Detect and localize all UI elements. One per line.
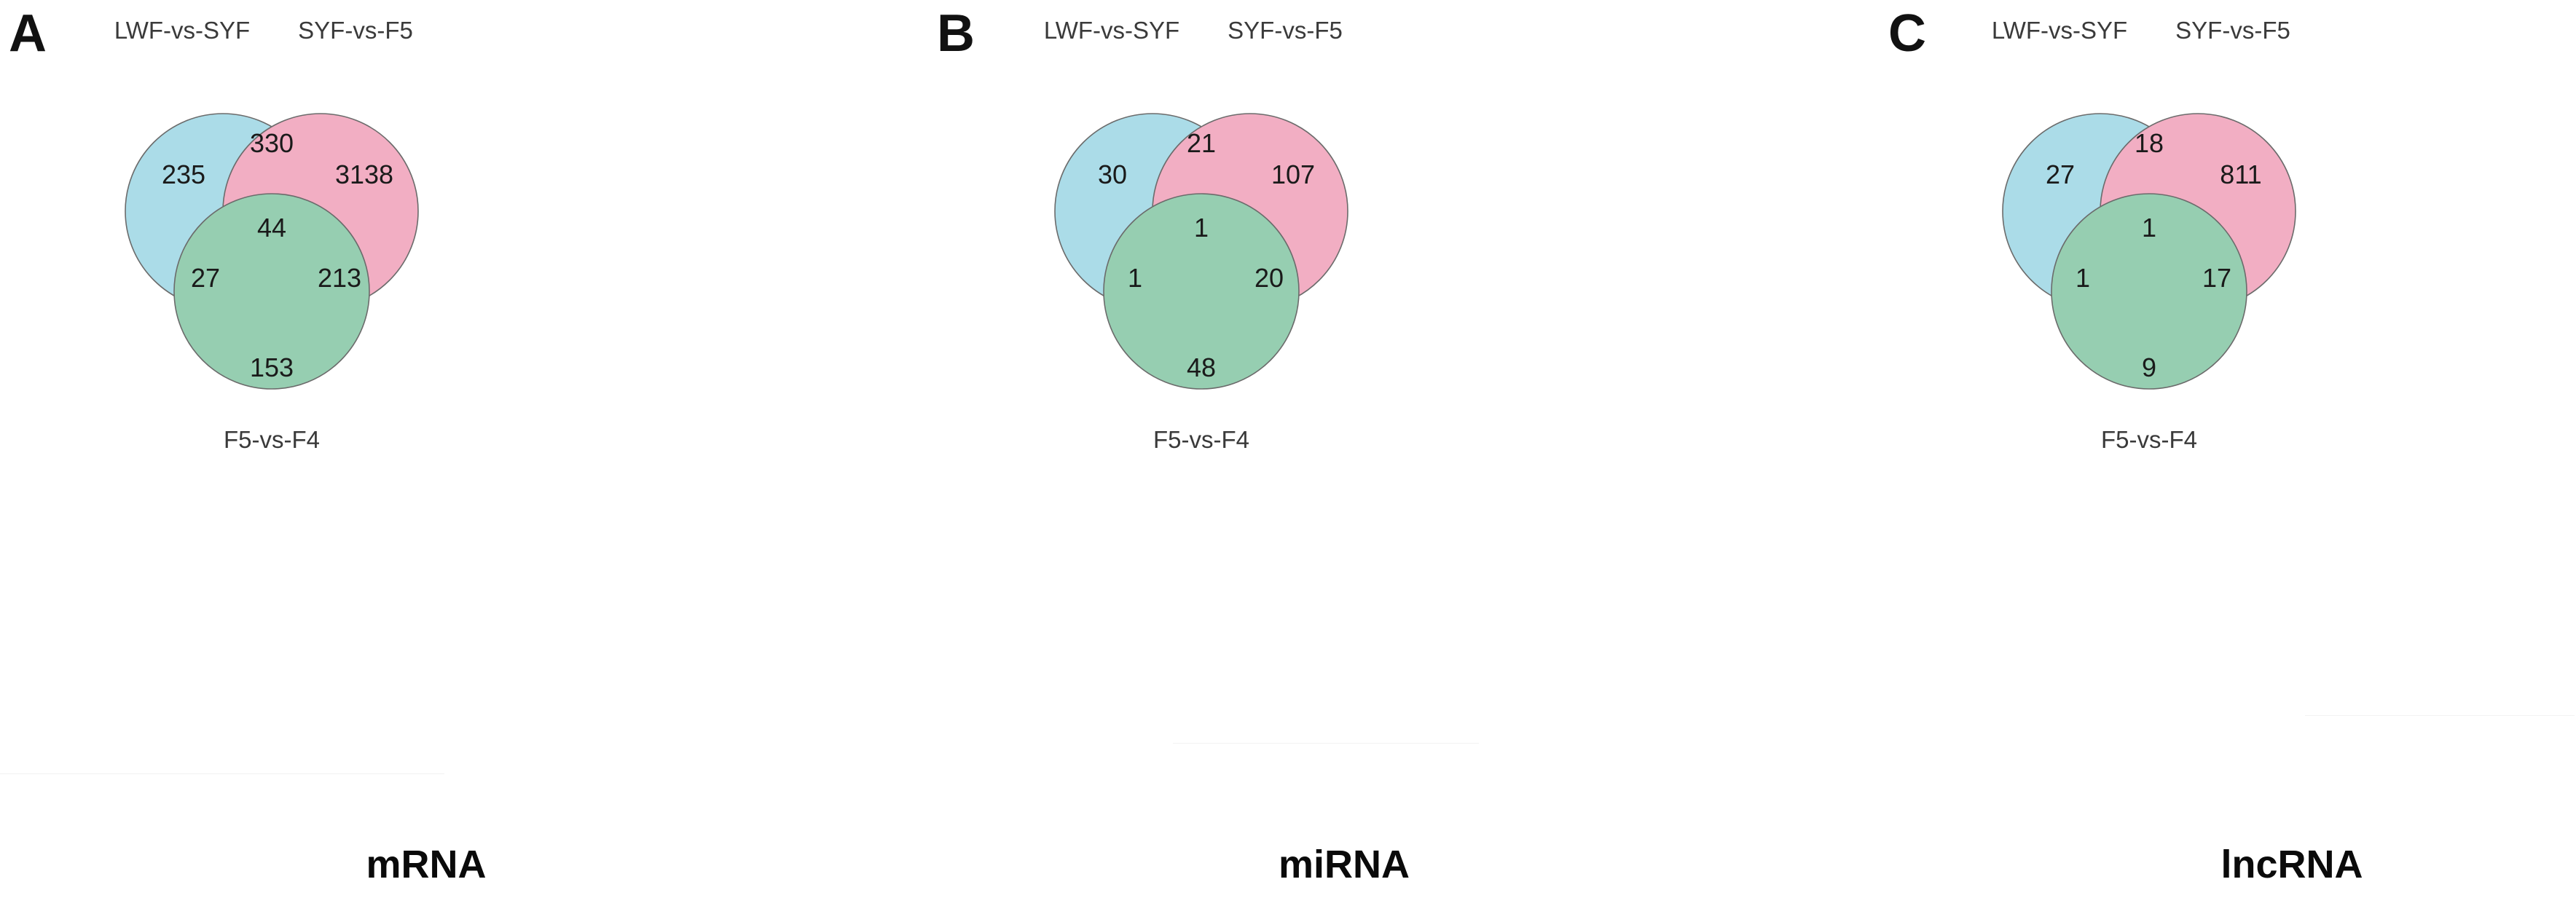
panel-divider-b — [1173, 743, 1479, 744]
panel-letter-a: A — [9, 4, 47, 63]
count-only-top-left: 27 — [2045, 159, 2076, 189]
count-only-top-left: 235 — [161, 159, 206, 189]
count-all-three: 44 — [256, 213, 287, 243]
count-top-left-and-top-right: 21 — [1186, 128, 1217, 158]
count-only-bottom: 48 — [1186, 352, 1217, 382]
venn-diagram-a: LWF-vs-SYF SYF-vs-F5 F5-vs-F4 235 3138 1… — [0, 0, 858, 728]
set-label-top-right: SYF-vs-F5 — [1228, 17, 1343, 44]
set-label-top-right: SYF-vs-F5 — [298, 17, 413, 44]
count-top-left-and-bottom: 27 — [190, 263, 221, 293]
panel-b: B LWF-vs-SYF SYF-vs-F5 F5-vs-F4 30 107 4… — [858, 0, 1716, 906]
venn-diagram-b: LWF-vs-SYF SYF-vs-F5 F5-vs-F4 30 107 48 … — [858, 0, 1716, 728]
venn-circle-bottom — [2051, 193, 2247, 390]
set-label-top-right: SYF-vs-F5 — [2175, 17, 2290, 44]
panel-divider-c — [2305, 715, 2575, 716]
panel-caption-b: miRNA — [1278, 843, 1410, 886]
count-all-three: 1 — [1193, 213, 1209, 243]
panel-a: A LWF-vs-SYF SYF-vs-F5 F5-vs-F4 235 3138… — [0, 0, 858, 906]
venn-circles-c — [2002, 113, 2296, 390]
panel-letter-c: C — [1888, 4, 1926, 63]
set-label-bottom: F5-vs-F4 — [224, 426, 320, 453]
count-top-right-and-bottom: 213 — [317, 263, 362, 293]
panel-letter-b: B — [937, 4, 975, 63]
panel-caption-a: mRNA — [366, 843, 487, 886]
venn-circles-a — [125, 113, 419, 390]
set-label-top-left: LWF-vs-SYF — [114, 17, 251, 44]
count-top-left-and-top-right: 330 — [249, 128, 294, 158]
venn-circles-b — [1054, 113, 1348, 390]
panel-divider-a — [0, 773, 444, 774]
set-label-top-left: LWF-vs-SYF — [1043, 17, 1180, 44]
count-only-top-right: 107 — [1271, 159, 1316, 189]
venn-circle-bottom — [1103, 193, 1300, 390]
panel-c: C LWF-vs-SYF SYF-vs-F5 F5-vs-F4 27 811 9… — [1716, 0, 2575, 906]
set-label-top-left: LWF-vs-SYF — [1991, 17, 2128, 44]
set-label-bottom: F5-vs-F4 — [1153, 426, 1249, 453]
count-only-top-left: 30 — [1097, 159, 1128, 189]
count-only-bottom: 153 — [249, 352, 294, 382]
count-only-top-right: 811 — [2220, 159, 2262, 189]
set-label-bottom: F5-vs-F4 — [2101, 426, 2197, 453]
count-only-top-right: 3138 — [334, 159, 394, 189]
count-only-bottom: 9 — [2141, 352, 2157, 382]
count-all-three: 1 — [2141, 213, 2157, 243]
count-top-left-and-top-right: 18 — [2134, 128, 2164, 158]
venn-diagram-c: LWF-vs-SYF SYF-vs-F5 F5-vs-F4 27 811 9 1… — [1716, 0, 2575, 728]
count-top-left-and-bottom: 1 — [1127, 263, 1143, 293]
panel-caption-c: lncRNA — [2220, 843, 2363, 886]
count-top-left-and-bottom: 1 — [2075, 263, 2091, 293]
venn-circle-bottom — [173, 193, 370, 390]
count-top-right-and-bottom: 20 — [1254, 263, 1284, 293]
count-top-right-and-bottom: 17 — [2202, 263, 2232, 293]
